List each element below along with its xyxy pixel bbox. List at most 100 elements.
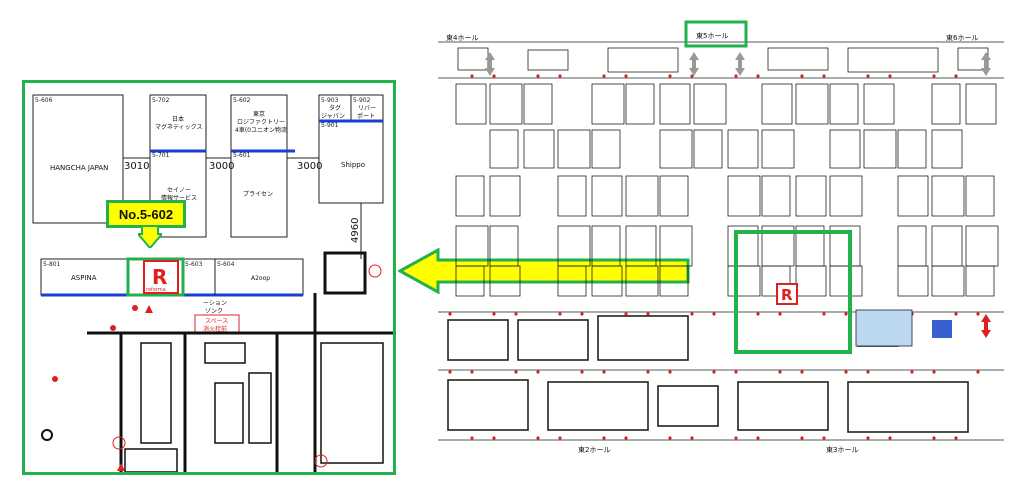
- reforma-wordmark: reforma: [146, 287, 166, 293]
- overview-booth: [591, 129, 621, 169]
- booth-number: 5-702: [152, 97, 170, 104]
- red-marker: [932, 436, 936, 440]
- red-marker: [580, 312, 584, 316]
- red-marker: [470, 436, 474, 440]
- red-marker: [448, 370, 452, 374]
- hall-label-2: 東2ホール: [578, 445, 610, 454]
- overview-booth: [489, 175, 521, 217]
- hall-label-4: 東4ホール: [446, 33, 478, 42]
- red-marker: [822, 436, 826, 440]
- overview-booth: [455, 83, 487, 125]
- booth-number: 5-701: [152, 152, 170, 159]
- overview-booth: [931, 129, 963, 169]
- overview-booth: [557, 129, 591, 169]
- exhibitor-hangcha: HANGCHA JAPAN: [50, 164, 108, 172]
- overview-booth: [863, 129, 897, 169]
- target-area-highlight[interactable]: [734, 230, 852, 354]
- overview-booth: [455, 175, 485, 217]
- label-session: ーション: [203, 300, 227, 307]
- booth-darkblue: [932, 320, 952, 338]
- overview-booth: [897, 129, 927, 169]
- overview-booth: [557, 175, 587, 217]
- overview-structure: [607, 47, 679, 73]
- overview-booth: [693, 129, 723, 169]
- dimension-label: 3000: [209, 161, 234, 172]
- overview-booth: [659, 225, 693, 267]
- overview-booth: [557, 265, 587, 297]
- hall-label-5: 東5ホール: [696, 31, 728, 40]
- overview-booth: [455, 265, 485, 297]
- red-marker: [756, 74, 760, 78]
- red-marker: [778, 370, 782, 374]
- red-marker: [734, 436, 738, 440]
- overview-booth: [897, 175, 929, 217]
- reforma-r-icon: R: [152, 265, 167, 289]
- red-marker: [932, 370, 936, 374]
- red-marker: [976, 312, 980, 316]
- booth-number: 5-902: [353, 97, 371, 104]
- red-marker: [536, 370, 540, 374]
- overview-booth: [659, 83, 691, 125]
- exhibitor-ryve: リバー: [358, 105, 376, 112]
- exhibitor-nihon: 日本: [172, 115, 184, 123]
- red-marker: [602, 74, 606, 78]
- overview-structure: [657, 385, 719, 427]
- red-marker: [514, 370, 518, 374]
- exhibitor-aspina: ASPINA: [71, 274, 97, 282]
- red-marker: [932, 74, 936, 78]
- overview-booth: [659, 175, 689, 217]
- exhibitor-tag: ジャパン: [321, 113, 345, 120]
- overview-booth: [795, 265, 827, 297]
- highlight-booth-5-602[interactable]: [126, 257, 185, 297]
- exhibitor-tokyo: 東京: [253, 110, 265, 118]
- overview-booth: [625, 83, 655, 125]
- red-marker: [756, 312, 760, 316]
- red-marker: [668, 74, 672, 78]
- overview-booth: [591, 83, 625, 125]
- dimension-label: 4960: [350, 218, 361, 243]
- callout-text: No.5-602: [118, 206, 174, 222]
- red-marker: [778, 312, 782, 316]
- booth-number: 5-903: [321, 97, 339, 104]
- booth-number: 5-801: [43, 261, 61, 268]
- overview-structure: [767, 47, 829, 71]
- red-marker: [910, 370, 914, 374]
- booth-number: 5-601: [233, 152, 251, 159]
- overview-booth: [965, 175, 995, 217]
- overview-booth: [489, 83, 523, 125]
- exhibitor-shippo: Shippo: [341, 161, 365, 169]
- overview-booth: [727, 175, 761, 217]
- red-marker: [844, 312, 848, 316]
- exhibitor-pricen: プライセン: [243, 191, 273, 198]
- overview-structure: [597, 315, 689, 361]
- overview-booth: [761, 129, 795, 169]
- red-marker: [690, 74, 694, 78]
- red-marker: [712, 370, 716, 374]
- red-marker: [470, 370, 474, 374]
- red-marker: [536, 74, 540, 78]
- red-marker: [514, 312, 518, 316]
- overview-structure: [517, 319, 589, 361]
- exhibitor-tag: タグ: [329, 104, 341, 112]
- overview-booth: [829, 129, 861, 169]
- red-marker: [602, 436, 606, 440]
- overview-structure: [447, 319, 509, 361]
- red-marker: [690, 312, 694, 316]
- overview-structure: [737, 381, 829, 431]
- overview-booth: [727, 129, 759, 169]
- zoom-panel: 5-606 5-702 5-602 5-903 5-902 5-701 5-60…: [22, 80, 396, 475]
- hall-5-highlight[interactable]: [684, 20, 748, 48]
- overview-structure: [547, 381, 649, 431]
- red-marker: [822, 312, 826, 316]
- hall-label-6: 東6ホール: [946, 33, 978, 42]
- escalator-arrow-icon: [689, 52, 699, 76]
- overview-structure: [847, 47, 939, 73]
- red-marker: [976, 370, 980, 374]
- booth-number: 5-606: [35, 97, 53, 104]
- dimension-label: 3010: [124, 161, 149, 172]
- dimension-label: 3000: [297, 161, 322, 172]
- red-marker: [558, 312, 562, 316]
- red-marker: [624, 74, 628, 78]
- red-marker: [668, 436, 672, 440]
- overview-structure: [447, 379, 529, 431]
